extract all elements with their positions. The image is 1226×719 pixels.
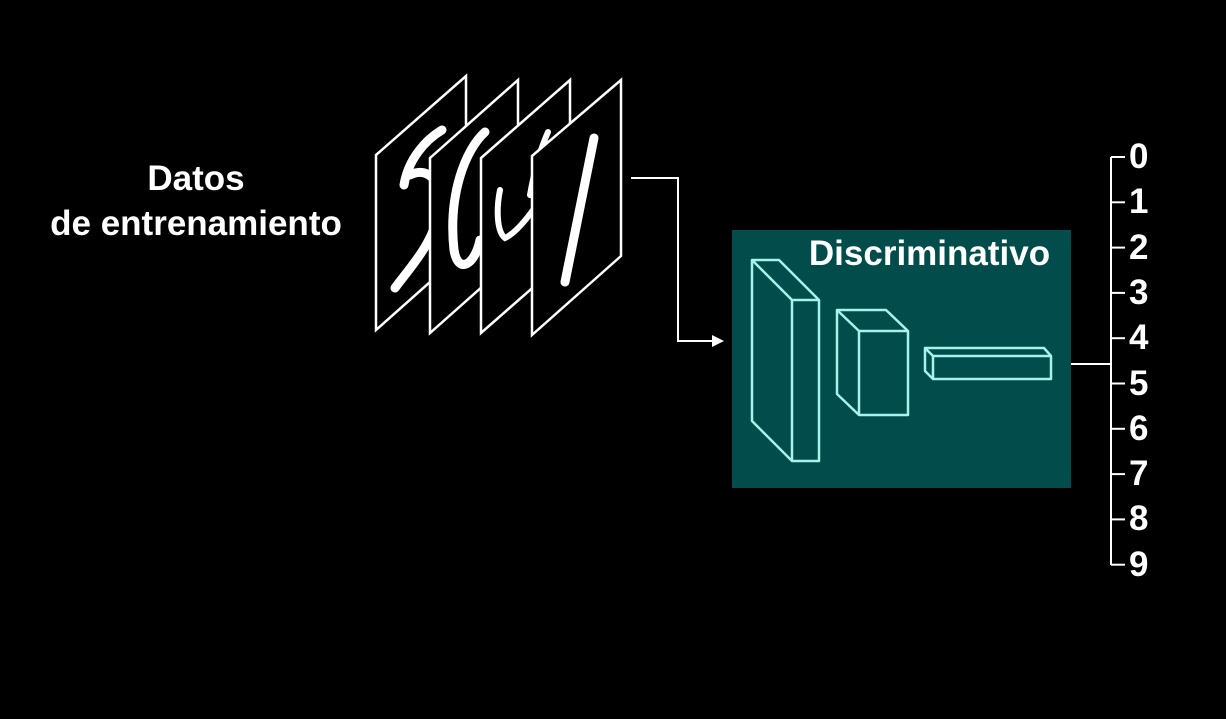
output-class-4: 4 [1129,318,1149,358]
network-layers [750,258,1053,463]
output-class-9: 9 [1129,544,1149,584]
training-data-label-line1: Datos [147,159,245,198]
dense-layer-icon [923,346,1053,381]
output-class-2: 2 [1129,227,1149,267]
input-image-stack [374,73,623,338]
output-class-7: 7 [1129,454,1149,494]
discriminator-panel [732,230,1071,488]
output-class-6: 6 [1129,408,1149,448]
output-class-0: 0 [1129,137,1149,176]
output-class-1: 1 [1129,182,1149,222]
output-class-3: 3 [1129,272,1149,312]
output-class-5: 5 [1129,363,1149,403]
handwritten-digit-1-icon [530,77,623,338]
discriminator-title: Discriminativo [808,234,1051,273]
output-bracket [1071,156,1125,566]
conv-layer-2-icon [835,308,910,417]
output-class-8: 8 [1129,499,1149,539]
input-to-discriminator-arrow [631,177,724,347]
training-data-label: Datos de entrenamiento [20,156,372,246]
conv-layer-1-icon [750,258,821,463]
training-data-label-line2: de entrenamiento [50,204,342,243]
